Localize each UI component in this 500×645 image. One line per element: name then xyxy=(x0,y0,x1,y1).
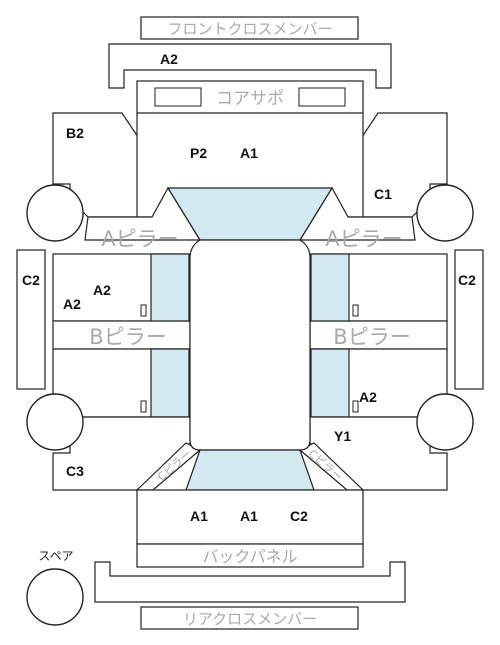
right-front-fender-code: C1 xyxy=(374,186,392,202)
left-rear-door-handle xyxy=(140,400,147,413)
front-bumper-code: A2 xyxy=(160,51,178,67)
rear-bumper xyxy=(94,561,406,603)
roof-panel xyxy=(189,239,311,451)
right-b-pillar-band xyxy=(309,320,448,350)
left-rear-wheel xyxy=(26,393,84,451)
hood-code-left: P2 xyxy=(190,145,207,161)
right-a-pillar-label: Aピラー xyxy=(325,227,402,251)
right-rear-door-glass xyxy=(310,348,350,418)
front-cross-member-label: フロントクロスメンバー xyxy=(167,20,332,38)
trunk-lid xyxy=(136,489,364,545)
left-front-fender-code: B2 xyxy=(66,125,84,141)
left-b-pillar-band xyxy=(52,320,191,350)
left-rocker-panel xyxy=(16,249,46,390)
spare-tire-label: スペア xyxy=(38,549,73,563)
hood-code-right: A1 xyxy=(240,145,258,161)
right-rocker-code: C2 xyxy=(458,272,476,288)
back-panel-label: バックパネル xyxy=(202,547,297,566)
front-bumper xyxy=(108,43,392,89)
right-rear-wheel xyxy=(416,393,474,451)
right-rear-door-code: A2 xyxy=(359,389,377,405)
right-rear-door-handle xyxy=(352,400,359,413)
core-support-slot-right xyxy=(298,87,346,107)
spare-tire xyxy=(26,568,84,626)
trunk-code-1: A1 xyxy=(190,508,208,524)
trunk-code-2: A1 xyxy=(240,508,258,524)
trunk-code-3: C2 xyxy=(290,508,308,524)
right-front-door-glass xyxy=(310,253,350,322)
right-b-pillar-label: Bピラー xyxy=(333,325,410,349)
left-front-door-handle xyxy=(140,304,147,317)
right-front-door-handle xyxy=(352,304,359,317)
left-a-pillar-label: Aピラー xyxy=(101,227,178,251)
rear-cross-member-label: リアクロスメンバー xyxy=(183,610,317,628)
left-front-wheel xyxy=(26,184,84,242)
right-front-wheel xyxy=(416,184,474,242)
core-support-slot-left xyxy=(154,87,202,107)
left-b-pillar-label: Bピラー xyxy=(89,325,166,349)
left-front-door-code-2: A2 xyxy=(93,282,111,298)
left-front-door-code-1: A2 xyxy=(63,296,81,312)
back-panel xyxy=(136,543,364,568)
left-rear-quarter-code: C3 xyxy=(66,463,84,479)
front-cross-member-box xyxy=(140,16,359,40)
left-front-door-glass xyxy=(150,253,190,322)
rear-cross-member-box xyxy=(140,606,359,630)
right-rocker-panel xyxy=(454,249,484,390)
left-rocker-code: C2 xyxy=(22,272,40,288)
core-support-label: コアサポ xyxy=(216,89,284,109)
rear-windshield xyxy=(185,449,315,491)
left-rear-door-glass xyxy=(150,348,190,418)
right-rear-quarter-code: Y1 xyxy=(334,428,351,444)
